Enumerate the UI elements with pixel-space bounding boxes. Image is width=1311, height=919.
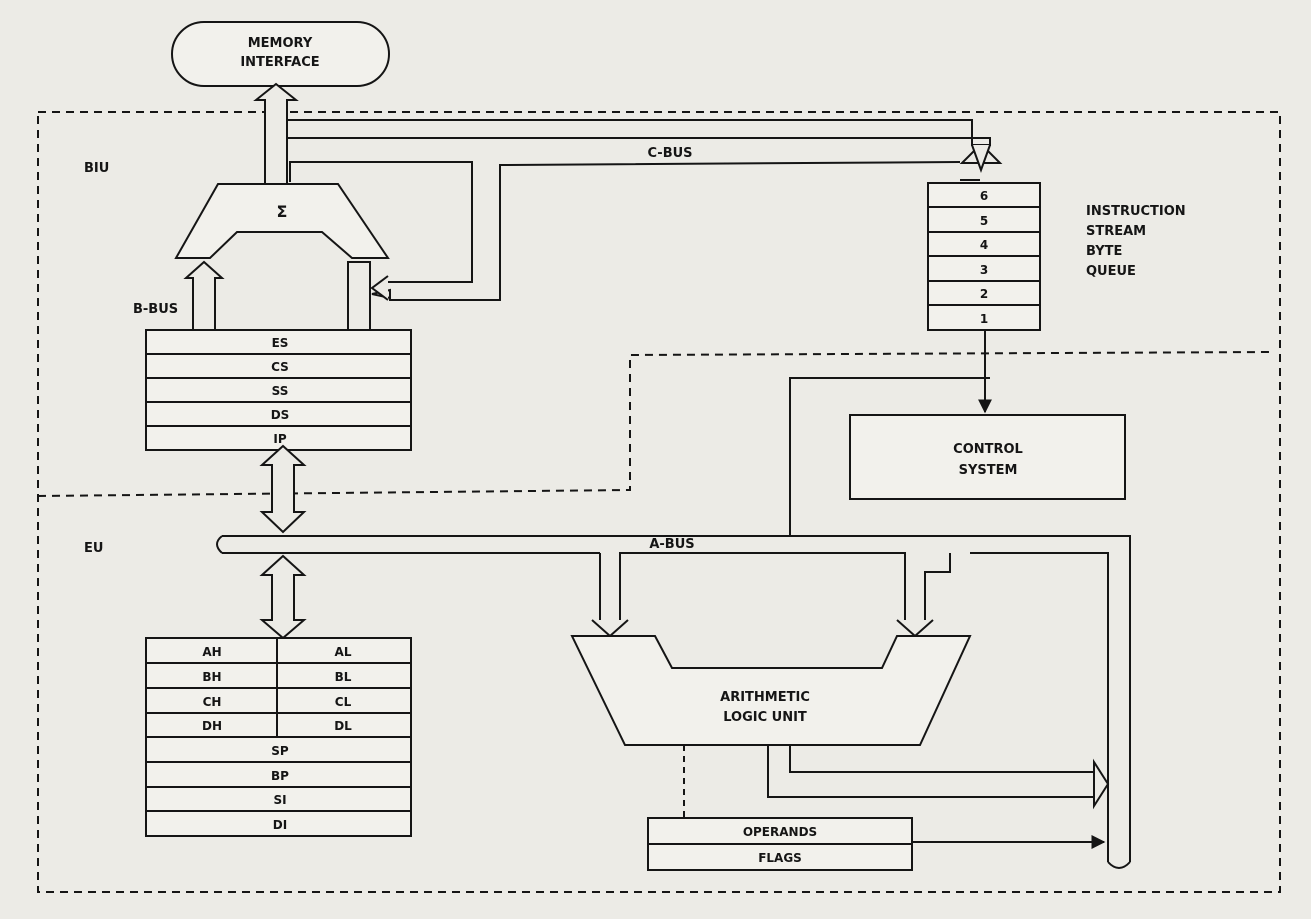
register-bh: BH bbox=[202, 670, 221, 684]
queue-label-line-3: BYTE bbox=[1086, 244, 1122, 259]
register-cl: CL bbox=[335, 695, 352, 709]
adder-loop-arrow-head bbox=[370, 275, 389, 301]
biu-label: BIU bbox=[84, 161, 109, 176]
c-bus-arrow bbox=[287, 119, 1003, 164]
queue-slot-6: 6 bbox=[980, 189, 988, 203]
eu-label: EU bbox=[84, 541, 103, 556]
register-al: AL bbox=[335, 645, 352, 659]
outer-boundary bbox=[37, 111, 1281, 893]
adder-symbol: Σ bbox=[277, 202, 288, 221]
segment-register-ip: IP bbox=[273, 432, 286, 446]
alu-right-input-head bbox=[896, 619, 934, 638]
queue-feedback-bus bbox=[371, 161, 961, 301]
segment-register-cs: CS bbox=[271, 360, 289, 374]
queue-slot-3: 3 bbox=[980, 263, 988, 277]
control-system-label-2: SYSTEM bbox=[959, 463, 1018, 478]
register-bl: BL bbox=[335, 670, 352, 684]
adder-shape bbox=[174, 183, 390, 259]
b-bus-label: B-BUS bbox=[133, 302, 178, 317]
adder-loop-bus bbox=[289, 161, 473, 283]
queue-label-line-4: QUEUE bbox=[1086, 264, 1136, 279]
queue-slot-2: 2 bbox=[980, 287, 988, 301]
queue-slot-5: 5 bbox=[980, 214, 988, 228]
alu-output-head bbox=[1093, 758, 1110, 810]
queue-label-line-1: INSTRUCTION bbox=[1086, 204, 1186, 219]
biu-eu-bus-arrow bbox=[259, 444, 307, 534]
alu-left-input-head bbox=[591, 619, 629, 638]
register-dl: DL bbox=[334, 719, 352, 733]
operands-label: OPERANDS bbox=[743, 825, 817, 839]
flags-label: FLAGS bbox=[758, 851, 802, 865]
alu-label-1: ARITHMETIC bbox=[720, 690, 810, 705]
alu-output-upper bbox=[789, 745, 1094, 773]
alu-shape bbox=[570, 635, 972, 746]
queue-slot-1: 1 bbox=[980, 312, 988, 326]
segment-to-adder-bus bbox=[347, 261, 371, 330]
segment-register-ss: SS bbox=[272, 384, 289, 398]
register-ah: AH bbox=[202, 645, 221, 659]
a-bus-label: A-BUS bbox=[649, 537, 694, 552]
control-system-box bbox=[849, 414, 1126, 500]
segment-register-ds: DS bbox=[271, 408, 290, 422]
register-ch: CH bbox=[203, 695, 222, 709]
c-bus-arrow-head bbox=[971, 144, 991, 173]
control-system-label-1: CONTROL bbox=[953, 442, 1023, 457]
b-bus-arrow bbox=[183, 260, 225, 330]
register-di: DI bbox=[273, 818, 287, 832]
register-bp: BP bbox=[271, 769, 289, 783]
eu-register-bus-arrow bbox=[259, 554, 307, 640]
register-sp: SP bbox=[271, 744, 289, 758]
c-bus-label: C-BUS bbox=[647, 146, 692, 161]
a-bus bbox=[222, 377, 1131, 862]
register-dh: DH bbox=[202, 719, 222, 733]
a-bus-left-end bbox=[216, 535, 223, 554]
segment-register-es: ES bbox=[272, 336, 289, 350]
alu-left-input-bus bbox=[599, 552, 951, 620]
memory-interface-box bbox=[171, 21, 390, 87]
memory-interface-label-2: INTERFACE bbox=[240, 55, 319, 70]
memory-bus-arrow bbox=[253, 82, 299, 185]
alu-output-lower bbox=[767, 745, 1094, 798]
queue-label-line-2: STREAM bbox=[1086, 224, 1146, 239]
biu-eu-divider bbox=[37, 351, 1271, 497]
a-bus-lower bbox=[222, 552, 1109, 862]
a-bus-right-end bbox=[1107, 861, 1131, 869]
memory-interface-label-1: MEMORY bbox=[248, 36, 313, 51]
alu-label-2: LOGIC UNIT bbox=[723, 710, 807, 725]
register-si: SI bbox=[273, 793, 286, 807]
queue-slot-4: 4 bbox=[980, 238, 988, 252]
